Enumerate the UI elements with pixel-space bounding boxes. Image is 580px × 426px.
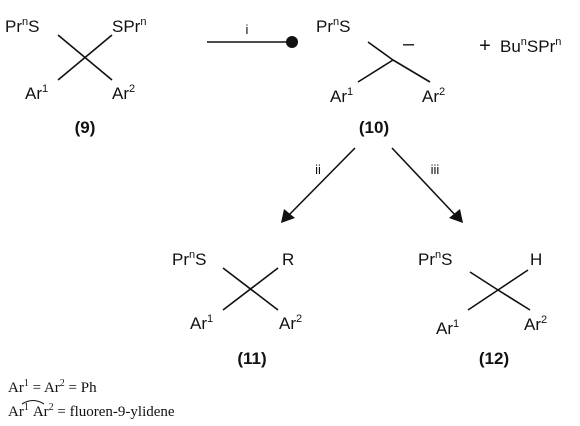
substituent-ar1: Ar1	[330, 86, 353, 106]
arrow-line	[391, 147, 459, 219]
substituent-sprn: SPrn	[112, 16, 146, 36]
bond	[469, 271, 499, 291]
bond	[222, 267, 279, 311]
reagent-label-i: i	[246, 22, 249, 37]
bond	[467, 289, 499, 311]
compound-11: PrnS R Ar1 Ar2 (11)	[172, 249, 302, 368]
bond	[57, 34, 113, 81]
substituent-ar2: Ar2	[524, 314, 547, 334]
arrowhead	[281, 209, 295, 223]
bond	[392, 59, 431, 83]
reagent-label-iii: iii	[431, 162, 440, 177]
substituent-prns: PrnS	[172, 249, 206, 269]
arrow-line	[285, 147, 356, 219]
substituent-r: R	[282, 250, 294, 269]
compound-12: PrnS H Ar1 Ar2 (12)	[418, 249, 547, 368]
bond	[367, 41, 394, 61]
bond	[497, 269, 529, 291]
compound-10: PrnS – Ar1 Ar2 (10)	[316, 16, 445, 137]
substituent-ar2: Ar2	[279, 313, 302, 333]
ring-fusion-arc	[21, 399, 45, 405]
footnote-a: Ar1 = Ar2 = Ph	[8, 378, 97, 396]
substituent-ar1: Ar1	[190, 313, 213, 333]
substituent-h: H	[530, 250, 542, 269]
compound-label-11: (11)	[237, 349, 266, 368]
reaction-arrow-ii: ii	[281, 147, 356, 223]
reaction-arrow-i: i	[207, 22, 298, 48]
bond	[497, 289, 531, 311]
compound-label-10: (10)	[359, 118, 389, 137]
arrowhead	[286, 36, 298, 48]
substituent-ar1: Ar1	[25, 83, 48, 103]
substituent-prns: PrnS	[418, 249, 452, 269]
compound-9: PrnS SPrn Ar1 Ar2 (9)	[5, 16, 146, 137]
substituent-ar1: Ar1	[436, 318, 459, 338]
reagent-label-ii: ii	[315, 162, 321, 177]
anion-charge: –	[403, 33, 415, 55]
plus-sign: +	[479, 35, 491, 57]
substituent-ar2: Ar2	[112, 83, 135, 103]
substituent-prns: PrnS	[316, 16, 350, 36]
arrowhead	[449, 209, 463, 223]
bond	[357, 59, 394, 83]
substituent-prns: PrnS	[5, 16, 39, 36]
substituent-ar2: Ar2	[422, 86, 445, 106]
byproduct-bunsprn: BunSPrn	[500, 36, 561, 56]
compound-label-9: (9)	[75, 118, 96, 137]
reaction-arrow-iii: iii	[391, 147, 463, 223]
compound-label-12: (12)	[479, 349, 509, 368]
